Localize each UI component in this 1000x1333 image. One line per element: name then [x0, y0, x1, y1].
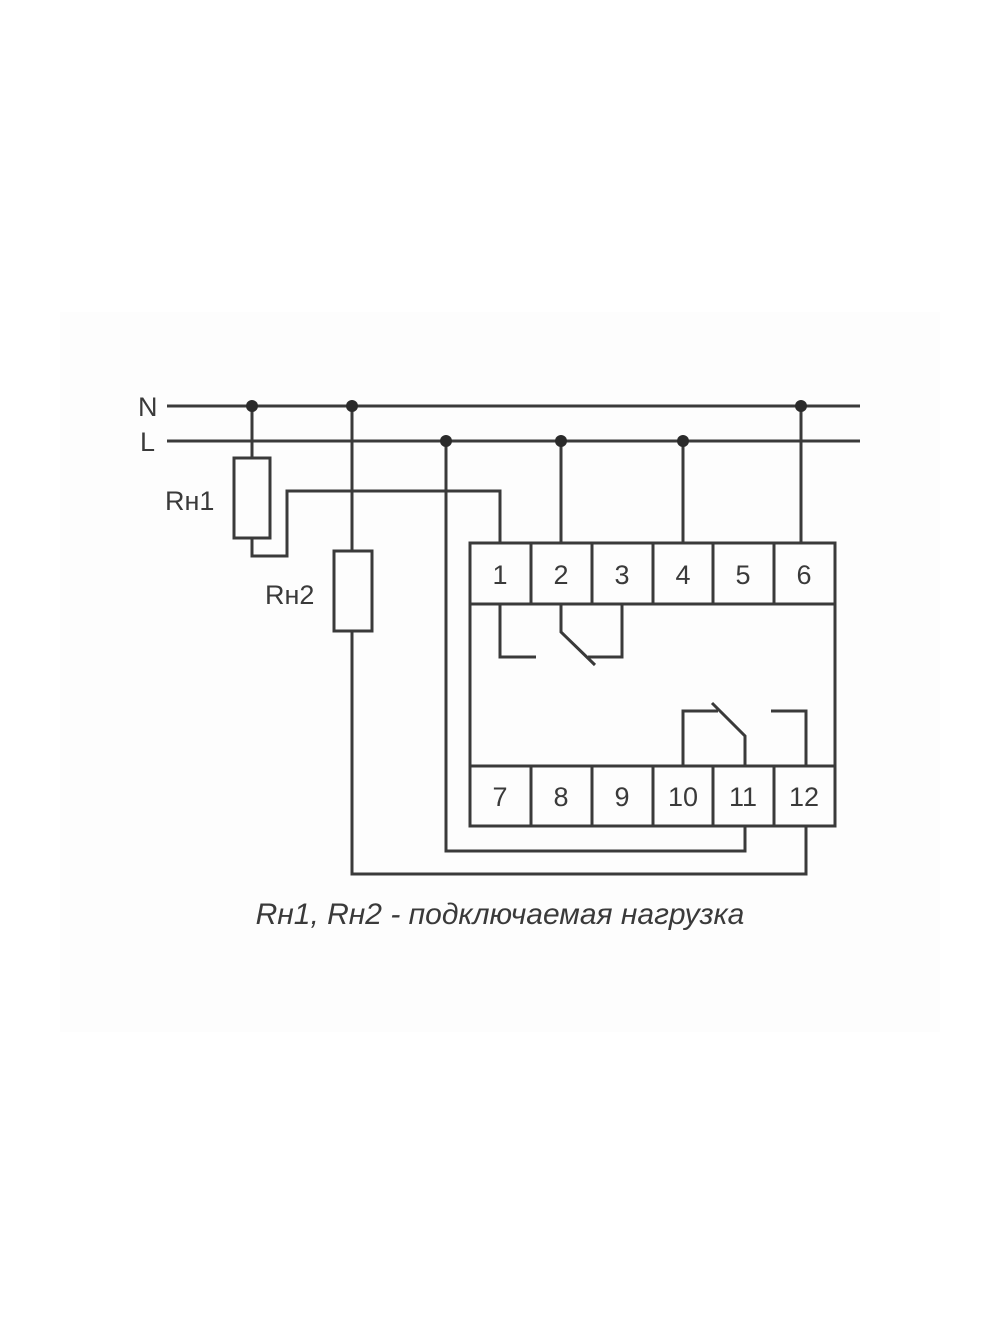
rn2-label: Rн2	[265, 580, 314, 610]
contact-2-switch-arm	[559, 604, 597, 667]
neutral-label: N	[138, 392, 158, 422]
junction-dot	[795, 400, 807, 412]
rn2-output-wire	[350, 631, 808, 876]
rn1-output-wire	[250, 489, 502, 558]
terminal-12-label: 12	[789, 782, 819, 812]
contact-3-lead	[588, 604, 624, 659]
live-to-terminal-11-wire	[444, 441, 747, 853]
junction-dot	[246, 400, 258, 412]
junction-dot	[555, 435, 567, 447]
rn2-resistor	[332, 549, 374, 633]
live-label: L	[140, 427, 155, 457]
terminal-7-label: 7	[492, 782, 507, 812]
diagram-caption: Rн1, Rн2 - подключаемая нагрузка	[255, 898, 745, 931]
junction-dot	[677, 435, 689, 447]
terminal-9-label: 9	[614, 782, 629, 812]
contact-12-lead	[771, 709, 808, 766]
rn1-label: Rн1	[165, 486, 214, 516]
terminal-5-label: 5	[735, 560, 750, 590]
terminal-1-label: 1	[492, 560, 507, 590]
terminal-8-label: 8	[553, 782, 568, 812]
terminal-3-label: 3	[614, 560, 629, 590]
contact-11-switch-arm	[710, 701, 747, 766]
terminal-10-label: 10	[668, 782, 698, 812]
junction-dot	[440, 435, 452, 447]
contact-10-lead	[681, 709, 718, 766]
contact-1-lead	[498, 604, 536, 659]
terminal-6-label: 6	[796, 560, 811, 590]
junction-dot	[346, 400, 358, 412]
terminal-4-label: 4	[675, 560, 690, 590]
terminal-11-label: 11	[729, 782, 757, 812]
terminal-2-label: 2	[553, 560, 568, 590]
rn1-resistor	[232, 456, 272, 540]
